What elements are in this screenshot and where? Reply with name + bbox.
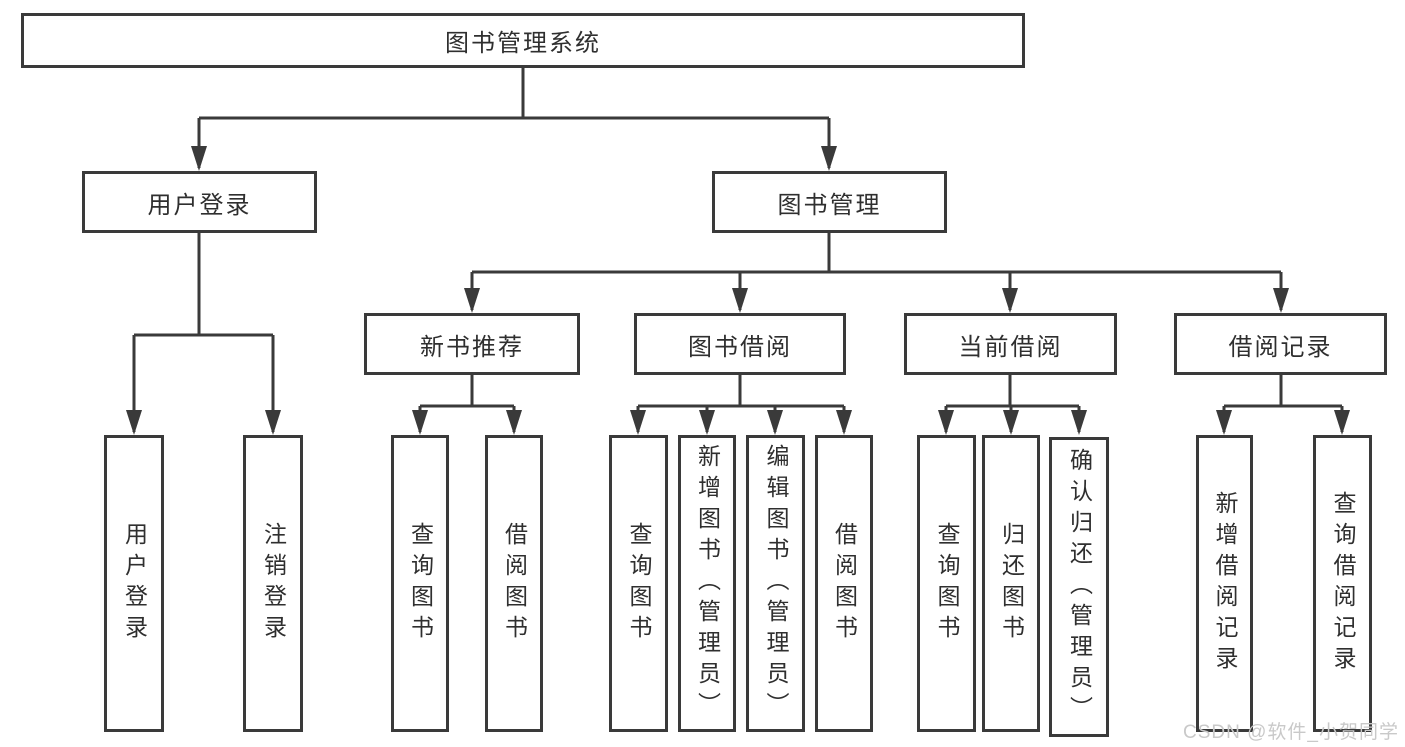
leaf-borrow-books-1: 借阅图书 (485, 435, 543, 732)
leaf-edit-books-admin: 编辑图书（管理员） (746, 435, 805, 732)
node-book-management: 图书管理 (712, 171, 947, 233)
arrowhead (412, 410, 428, 435)
tree-edges (132, 68, 1344, 432)
arrowhead (1002, 288, 1018, 313)
arrowhead (836, 410, 852, 435)
leaf-query-books-2: 查询图书 (609, 435, 668, 732)
leaf-user-login: 用户登录 (104, 435, 164, 732)
leaf-query-books-1: 查询图书 (391, 435, 449, 732)
arrowhead (191, 146, 207, 171)
leaf-logout: 注销登录 (243, 435, 303, 732)
arrowhead (938, 410, 954, 435)
arrowhead (506, 410, 522, 435)
arrowhead (732, 288, 748, 313)
node-user-login: 用户登录 (82, 171, 317, 233)
node-book-borrow: 图书借阅 (634, 313, 846, 375)
arrowhead (265, 410, 281, 435)
arrowhead (1003, 410, 1019, 435)
leaf-query-books-3: 查询图书 (917, 435, 976, 732)
arrowhead (464, 288, 480, 313)
leaf-query-borrow-record: 查询借阅记录 (1313, 435, 1372, 732)
arrowhead (126, 410, 142, 435)
leaf-confirm-return-admin: 确认归还（管理员） (1049, 437, 1109, 737)
arrowhead (1273, 288, 1289, 313)
node-current-borrow: 当前借阅 (904, 313, 1117, 375)
leaf-borrow-books-2: 借阅图书 (815, 435, 873, 732)
node-root: 图书管理系统 (21, 13, 1025, 68)
leaf-add-books-admin: 新增图书（管理员） (678, 435, 736, 732)
csdn-watermark: CSDN @软件_小贺同学 (1183, 722, 1399, 743)
leaf-add-borrow-record: 新增借阅记录 (1196, 435, 1253, 732)
node-new-books: 新书推荐 (364, 313, 580, 375)
leaf-return-books: 归还图书 (982, 435, 1040, 732)
arrowhead (767, 410, 783, 435)
arrowhead (821, 146, 837, 171)
arrowhead (1071, 410, 1087, 435)
arrowhead (699, 410, 715, 435)
arrowhead (630, 410, 646, 435)
arrowhead (1334, 410, 1350, 435)
arrowhead (1216, 410, 1232, 435)
node-borrow-records: 借阅记录 (1174, 313, 1387, 375)
